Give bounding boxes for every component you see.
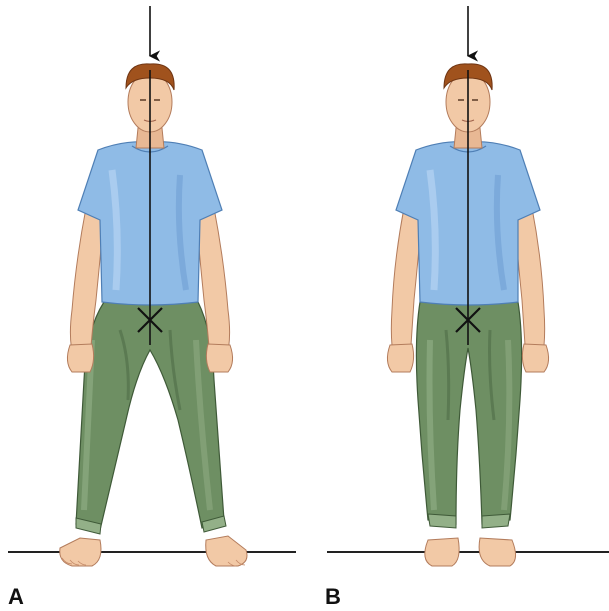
panel-label-a: A — [8, 586, 24, 608]
left-foot — [60, 538, 101, 566]
right-foot — [479, 538, 515, 566]
panel-a-figure — [8, 6, 296, 566]
pants — [76, 302, 226, 534]
panel-b-figure — [327, 6, 609, 566]
right-foot — [206, 536, 247, 566]
pants — [416, 302, 521, 528]
panel-label-b: B — [325, 586, 341, 608]
left-foot — [425, 538, 459, 566]
